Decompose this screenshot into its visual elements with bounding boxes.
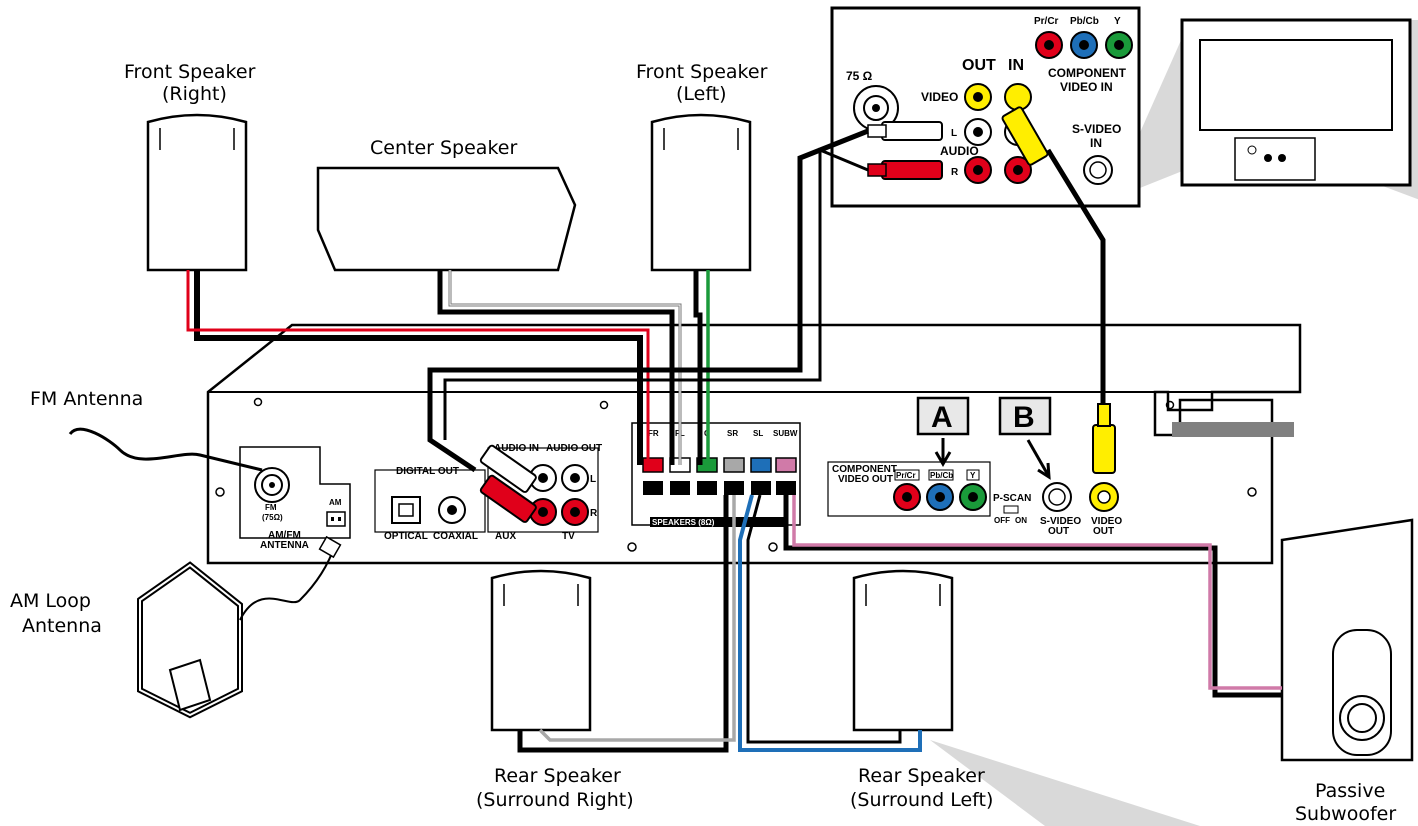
component-out-label-2: VIDEO OUT: [838, 474, 893, 485]
comp-pr-label: Pr/Cr: [896, 471, 916, 480]
tv-out-label: OUT: [962, 57, 996, 74]
fm-label: FM: [265, 503, 277, 512]
pscan-on-label: ON: [1015, 516, 1027, 525]
tv-component-label-1: COMPONENT: [1048, 66, 1127, 80]
front-left-label-1: Front Speaker: [636, 61, 768, 83]
rear-right-speaker: [490, 569, 592, 732]
tv-pr-label: Pr/Cr: [1034, 16, 1059, 27]
sl-label: SL: [753, 429, 763, 438]
rear-right-label-2: (Surround Right): [476, 789, 634, 811]
cables: [186, 128, 1282, 753]
am-loop-label-2: Antenna: [22, 615, 102, 637]
front-left-label-2: (Left): [676, 83, 727, 105]
tv-l-label: L: [951, 128, 957, 139]
rear-left-label-2: (Surround Left): [850, 789, 993, 811]
passive-subwoofer: [1280, 518, 1414, 762]
fm-ohm-label: (75Ω): [262, 513, 283, 522]
receiver: FM (75Ω) AM AM/FM ANTENNA DIGITAL OUT OP…: [206, 323, 1302, 565]
fm-antenna-wire: [68, 427, 263, 472]
center-speaker: [316, 166, 577, 272]
front-right-label-1: Front Speaker: [124, 61, 256, 83]
center-label: Center Speaker: [370, 137, 517, 159]
audio-out-label: AUDIO OUT: [546, 443, 602, 454]
video-out-label-1: VIDEO: [1091, 516, 1122, 527]
callout-a: A: [916, 396, 970, 467]
comp-y-label: Y: [970, 471, 976, 480]
fm-antenna-label: FM Antenna: [30, 388, 143, 410]
am-loop-antenna: [137, 535, 342, 719]
audio-in-label: AUDIO IN: [494, 443, 539, 454]
tv-icon: [1180, 18, 1412, 187]
svg-text:A: A: [931, 401, 953, 434]
tv-label: TV: [562, 531, 575, 542]
am-label: AM: [329, 498, 342, 507]
tv-y-label: Y: [1114, 16, 1121, 27]
digital-out-label: DIGITAL OUT: [396, 466, 459, 477]
front-left-speaker: [650, 113, 752, 272]
svideo-out-label-1: S-VIDEO: [1040, 516, 1081, 527]
pscan-off-label: OFF: [994, 516, 1010, 525]
subwoofer-label-2: Subwoofer: [1295, 803, 1396, 825]
floor-shadow: [930, 740, 1200, 826]
rear-left-speaker: [852, 569, 954, 732]
audio-r-label: R: [590, 508, 598, 519]
svideo-out-label-2: OUT: [1048, 526, 1069, 537]
tv-svideo-label-2: IN: [1090, 136, 1102, 150]
tv-audio-label: AUDIO: [940, 144, 979, 158]
rear-right-label-1: Rear Speaker: [494, 765, 621, 787]
speakers-label: SPEAKERS (8Ω): [652, 518, 715, 527]
subwoofer-label-1: Passive: [1315, 780, 1385, 802]
audio-l-label: L: [590, 474, 596, 485]
tv-component-label-2: VIDEO IN: [1060, 80, 1113, 94]
tv-ohm-label: 75 Ω: [846, 69, 873, 83]
callout-b: B: [998, 396, 1052, 480]
front-right-speaker: [146, 113, 248, 272]
optical-label: OPTICAL: [384, 531, 428, 542]
rear-left-label-1: Rear Speaker: [858, 765, 985, 787]
component-out-label-1: COMPONENT: [832, 464, 897, 475]
tv-in-label: IN: [1008, 57, 1024, 74]
svg-text:B: B: [1013, 401, 1035, 434]
aux-label: AUX: [495, 531, 516, 542]
tv-pb-label: Pb/Cb: [1070, 16, 1099, 27]
speaker-terminals: [642, 457, 797, 527]
am-fm-label-2: ANTENNA: [260, 540, 309, 551]
fr-label: FR: [648, 429, 659, 438]
pscan-label: P-SCAN: [993, 493, 1031, 504]
comp-pb-label: Pb/Cb: [930, 471, 953, 480]
am-fm-label-1: AM/FM: [268, 530, 301, 541]
tv-back-panel: 75 Ω OUT IN VIDEO AUDIO L R Pr/Cr Pb/Cb …: [830, 6, 1141, 208]
coaxial-label: COAXIAL: [433, 531, 478, 542]
sr-label: SR: [727, 429, 738, 438]
am-loop-label-1: AM Loop: [10, 590, 91, 612]
front-right-label-2: (Right): [162, 83, 227, 105]
video-out-label-2: OUT: [1093, 526, 1114, 537]
tv-svideo-label-1: S-VIDEO: [1072, 122, 1121, 136]
tv-video-label: VIDEO: [921, 90, 958, 104]
tv-r-label: R: [951, 167, 959, 178]
subw-label: SUBW: [773, 429, 798, 438]
